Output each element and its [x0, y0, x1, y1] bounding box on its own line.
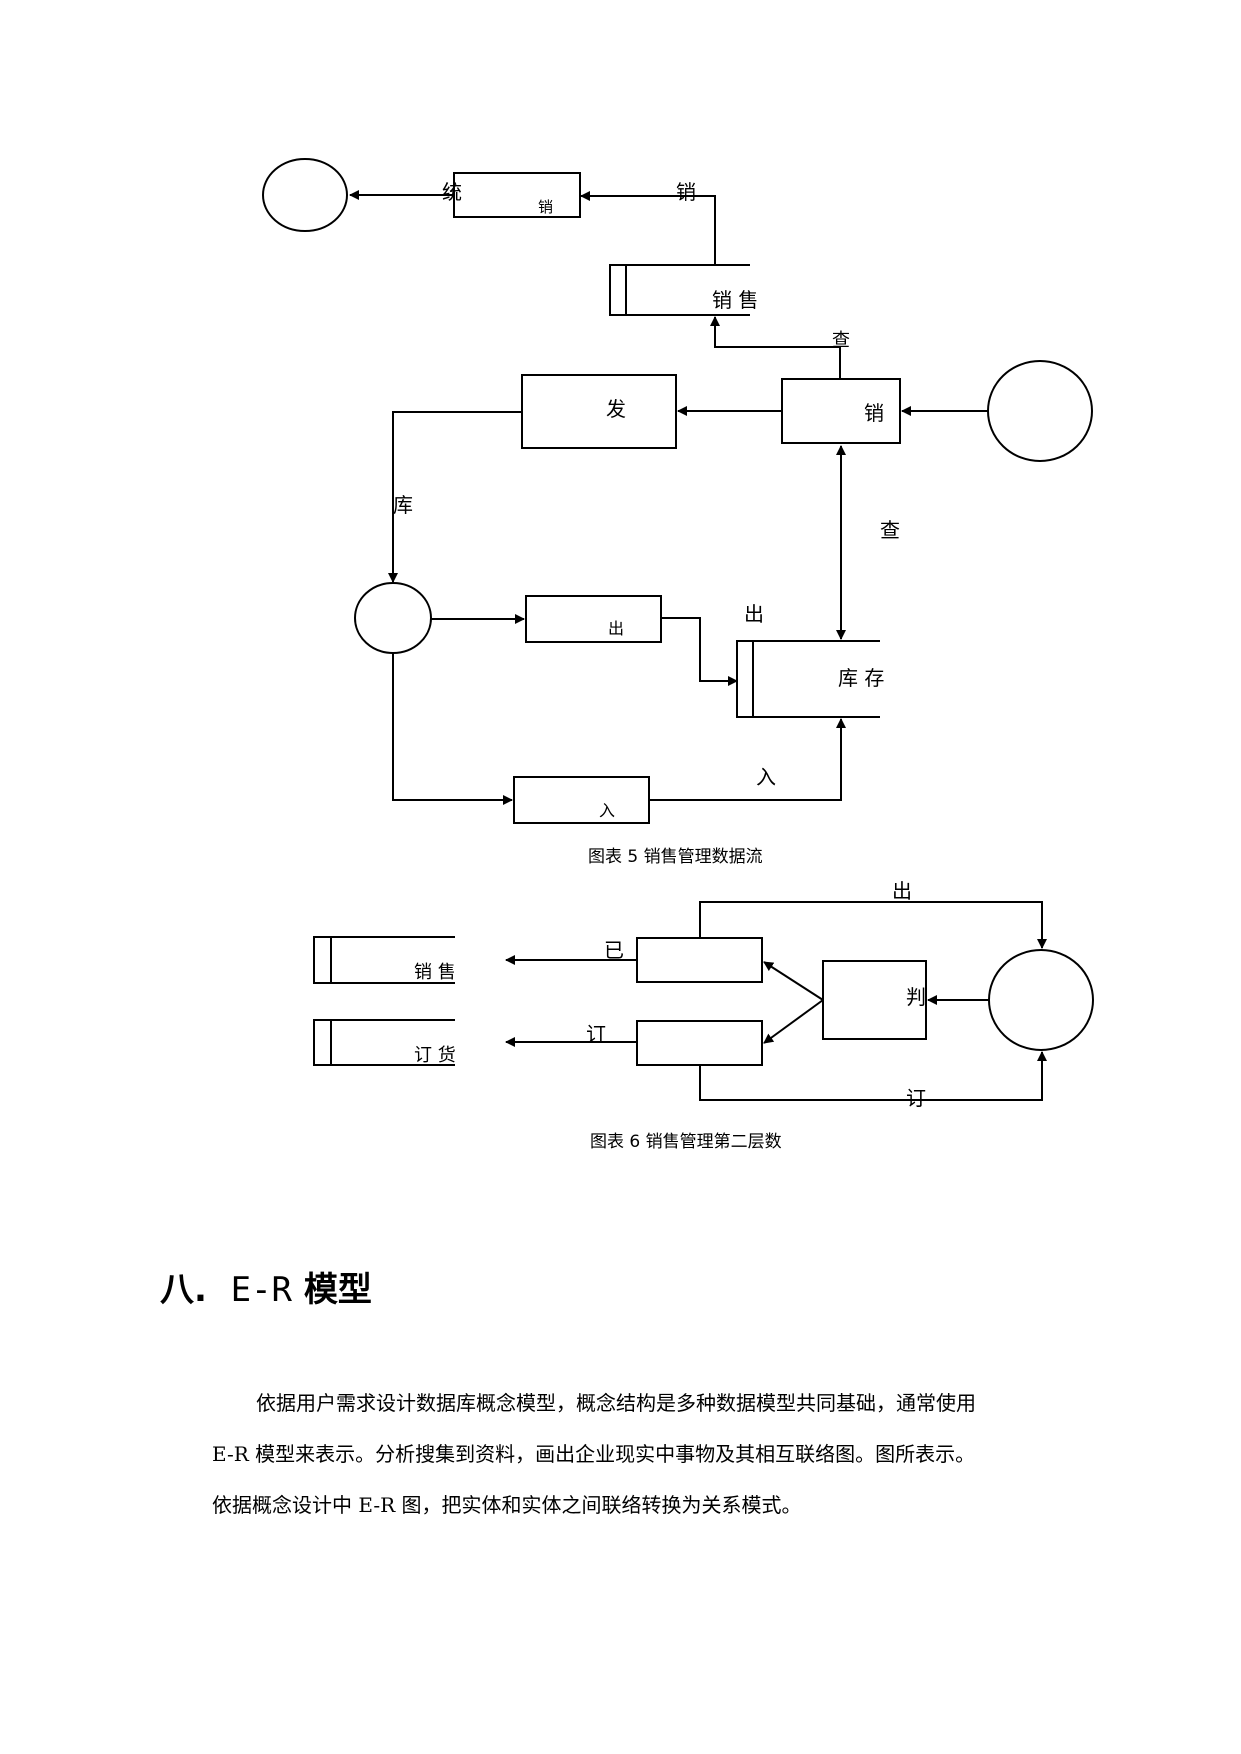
- label-inventory-store: 库 存: [838, 666, 884, 690]
- paragraph-line-2: E-R 模型来表示。分析搜集到资料，画出企业现实中事物及其相互联络图。图所表示。: [212, 1442, 976, 1466]
- section-title-en: E-R: [230, 1270, 293, 1310]
- label-cha-top: 查: [832, 330, 850, 351]
- figure-5: [262, 158, 1093, 824]
- arrow-warehouse-to-in: [392, 653, 513, 805]
- label-chu: 出: [744, 602, 764, 626]
- arrow-store-to-stats: [580, 191, 716, 265]
- label-cha-right: 查: [880, 518, 900, 542]
- label-tongji: 统: [442, 180, 462, 204]
- datastore-sales: [609, 264, 750, 316]
- process-box-out: [525, 595, 662, 643]
- process-box-in: [513, 776, 650, 824]
- datastore-orders: [313, 1019, 455, 1066]
- label-sales-store-2: 销 售: [414, 962, 456, 983]
- label-xiao-box: 销: [538, 198, 553, 216]
- process-box-invoice-2: [636, 1020, 763, 1066]
- data-flow-diagrams: 统 销 销 销 售 查 发 销 库 查 出 出 库 存 入 入 图表 5 销售管…: [262, 158, 1094, 1152]
- paragraph-line-1: 依据用户需求设计数据库概念模型，概念结构是多种数据模型共同基础，通常使用: [256, 1391, 976, 1415]
- entity-circle-top-left: [262, 158, 348, 232]
- caption-figure-6: 图表 6 销售管理第二层数: [590, 1132, 782, 1152]
- arrow-out-to-inventory: [661, 617, 738, 686]
- label-yi: 已: [604, 938, 624, 962]
- body-paragraph: 依据用户需求设计数据库概念模型，概念结构是多种数据模型共同基础，通常使用 E-R…: [212, 1378, 1047, 1531]
- paragraph-line-3: 依据概念设计中 E-R 图，把实体和实体之间联络转换为关系模式。: [212, 1493, 802, 1517]
- label-ru-box: 入: [599, 801, 615, 820]
- label-fa: 发: [606, 397, 626, 421]
- figure-6: [313, 901, 1094, 1101]
- section-title-cn: 模型: [303, 1270, 372, 1310]
- entity-circle-customer: [988, 949, 1094, 1051]
- label-orders-store: 订 货: [414, 1045, 456, 1066]
- label-sales-store: 销 售: [712, 288, 758, 312]
- label-ku: 库: [393, 493, 413, 517]
- label-chu-box: 出: [608, 619, 624, 638]
- label-chu-top: 出: [892, 879, 912, 903]
- figure-5-labels: 统 销 销 销 售 查 发 销 库 查 出 出 库 存 入 入 图表 5 销售管…: [393, 180, 900, 867]
- section-number: 八.: [160, 1270, 207, 1310]
- arrow-judge-to-invoice-2: [763, 999, 824, 1044]
- label-pan: 判: [906, 985, 926, 1009]
- label-ru: 入: [756, 765, 776, 789]
- label-ding: 订: [586, 1022, 606, 1046]
- process-box-statistics: [453, 172, 581, 218]
- arrow-sales-to-store: [710, 316, 841, 379]
- process-box-invoice-1: [636, 937, 763, 983]
- arrow-judge-to-invoice-1: [763, 961, 824, 1001]
- label-ding-bottom: 订: [906, 1086, 926, 1110]
- arrow-in-to-inventory: [649, 718, 846, 801]
- section-heading: 八. E-R 模型: [160, 1262, 372, 1311]
- caption-figure-5: 图表 5 销售管理数据⁠流: [588, 847, 763, 867]
- datastore-sales-2: [313, 936, 455, 984]
- process-box-ship: [521, 374, 677, 449]
- arrow-ship-to-warehouse: [388, 411, 522, 583]
- entity-circle-right: [987, 360, 1093, 462]
- figure-6-labels: 出 已 销 售 订 货 订 判 订 图表 6 销售管理第二层数: [414, 879, 926, 1152]
- label-xiao-arrow: 销: [676, 180, 696, 204]
- arrow-bottom-loop: [699, 1051, 1047, 1101]
- entity-circle-warehouse: [354, 582, 432, 654]
- arrow-top-loop: [699, 901, 1047, 949]
- label-xiao-main: 销: [864, 401, 884, 425]
